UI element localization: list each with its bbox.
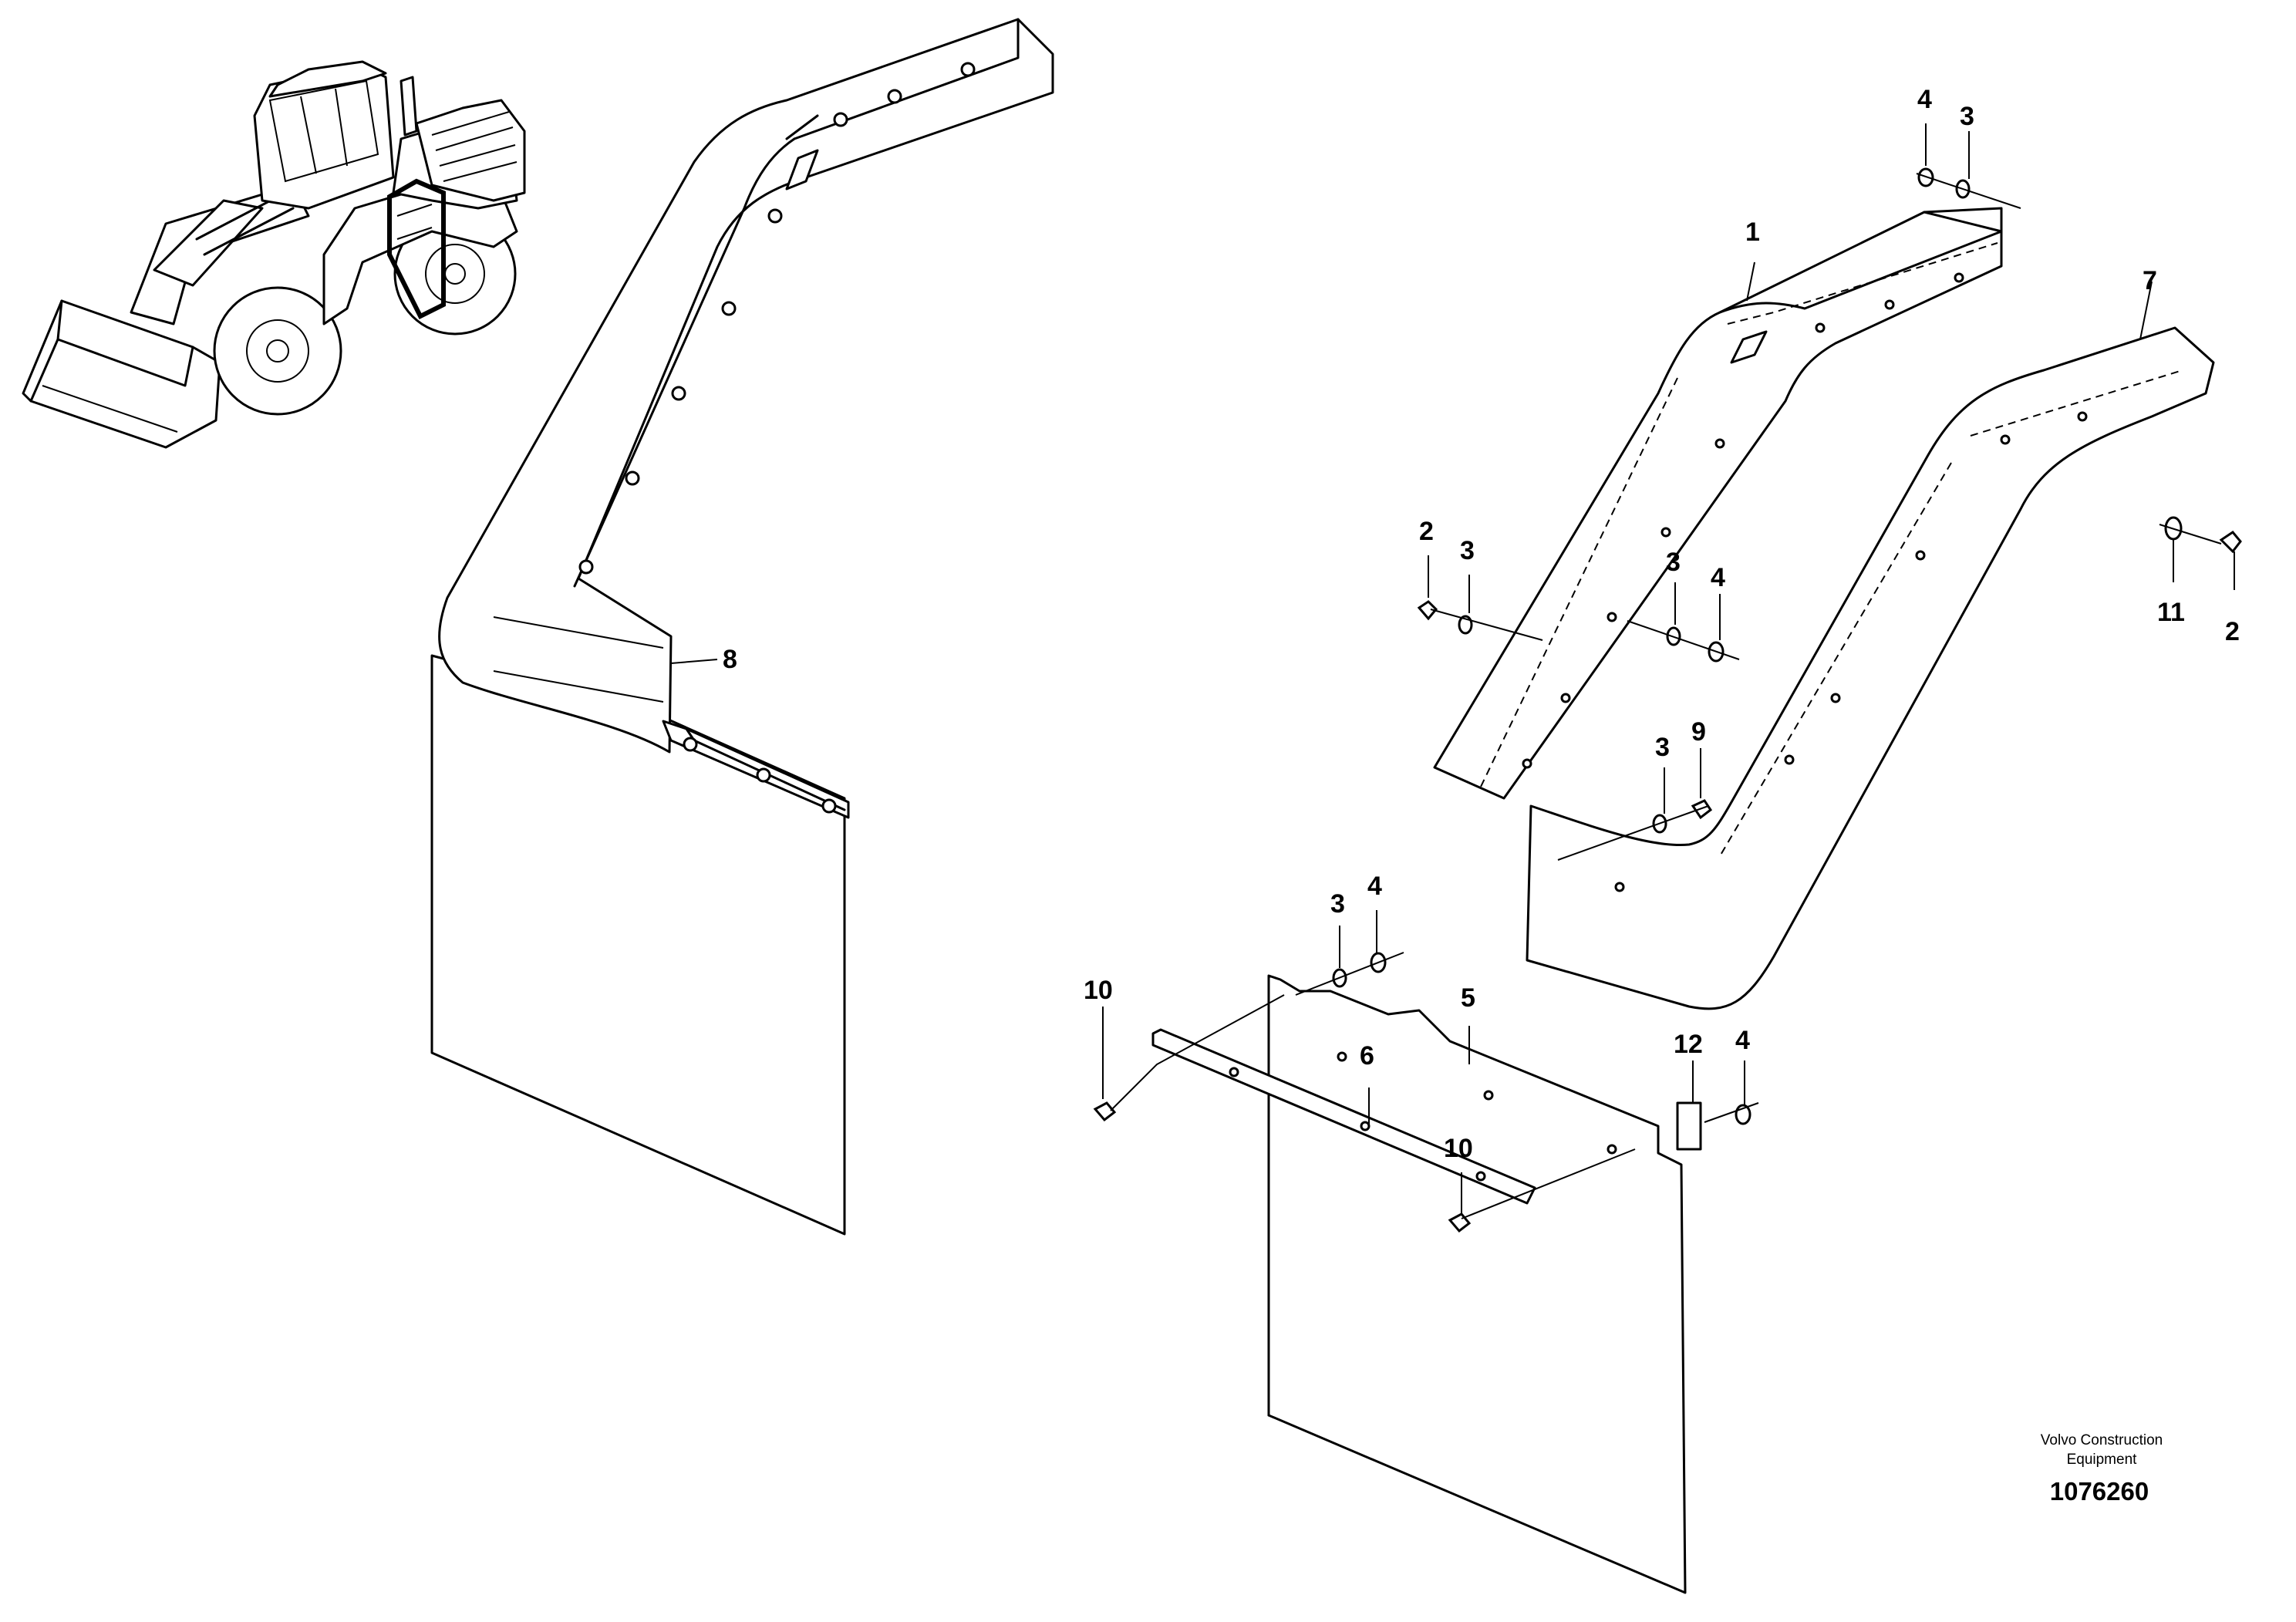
callout-6: 6 [1360,1041,1374,1071]
callout-10-lower: 10 [1444,1134,1473,1163]
mudflap-assembly [1151,974,1702,1594]
callout-4-mid: 4 [1711,563,1725,592]
callout-labels: 8 1 7 4 3 2 3 3 4 11 2 3 9 3 4 10 5 6 12… [723,85,2240,1163]
callout-4-bottom: 4 [1367,872,1382,901]
company-name-line1: Volvo Construction [2041,1432,2163,1448]
fender-part-7 [1526,326,2215,1010]
callout-4-right: 4 [1735,1026,1750,1055]
callout-11: 11 [2157,598,2185,627]
drawing-number: 1076260 [2050,1477,2149,1506]
callout-4-top: 4 [1917,85,1932,114]
callout-9: 9 [1691,717,1706,747]
company-name-line2: Equipment [2067,1452,2138,1468]
fender-bracket-part-1 [1433,207,2003,800]
callout-7: 7 [2143,266,2157,295]
mudflap-right [1267,974,1687,1594]
footer-block: Volvo Construction Equipment 1076260 [2041,1432,2163,1506]
callout-3-top: 3 [1960,102,1974,131]
callout-3-low: 3 [1655,733,1670,762]
callout-5: 5 [1461,983,1475,1013]
wheel-loader-illustration [22,60,526,449]
callout-3-mid: 3 [1666,548,1681,577]
callout-8: 8 [723,645,737,674]
fender-assembled [430,18,1054,1236]
callout-2-left: 2 [1419,517,1434,546]
mudflap-left [430,654,846,1236]
callout-3-left: 3 [1460,536,1475,565]
leader-lines [670,123,2235,1215]
callout-1: 1 [1745,218,1760,247]
callout-3-bottom: 3 [1330,889,1345,919]
callout-12: 12 [1674,1030,1703,1059]
callout-10-left: 10 [1084,976,1113,1005]
callout-2-right: 2 [2225,617,2240,646]
fasteners [1093,167,2242,1233]
